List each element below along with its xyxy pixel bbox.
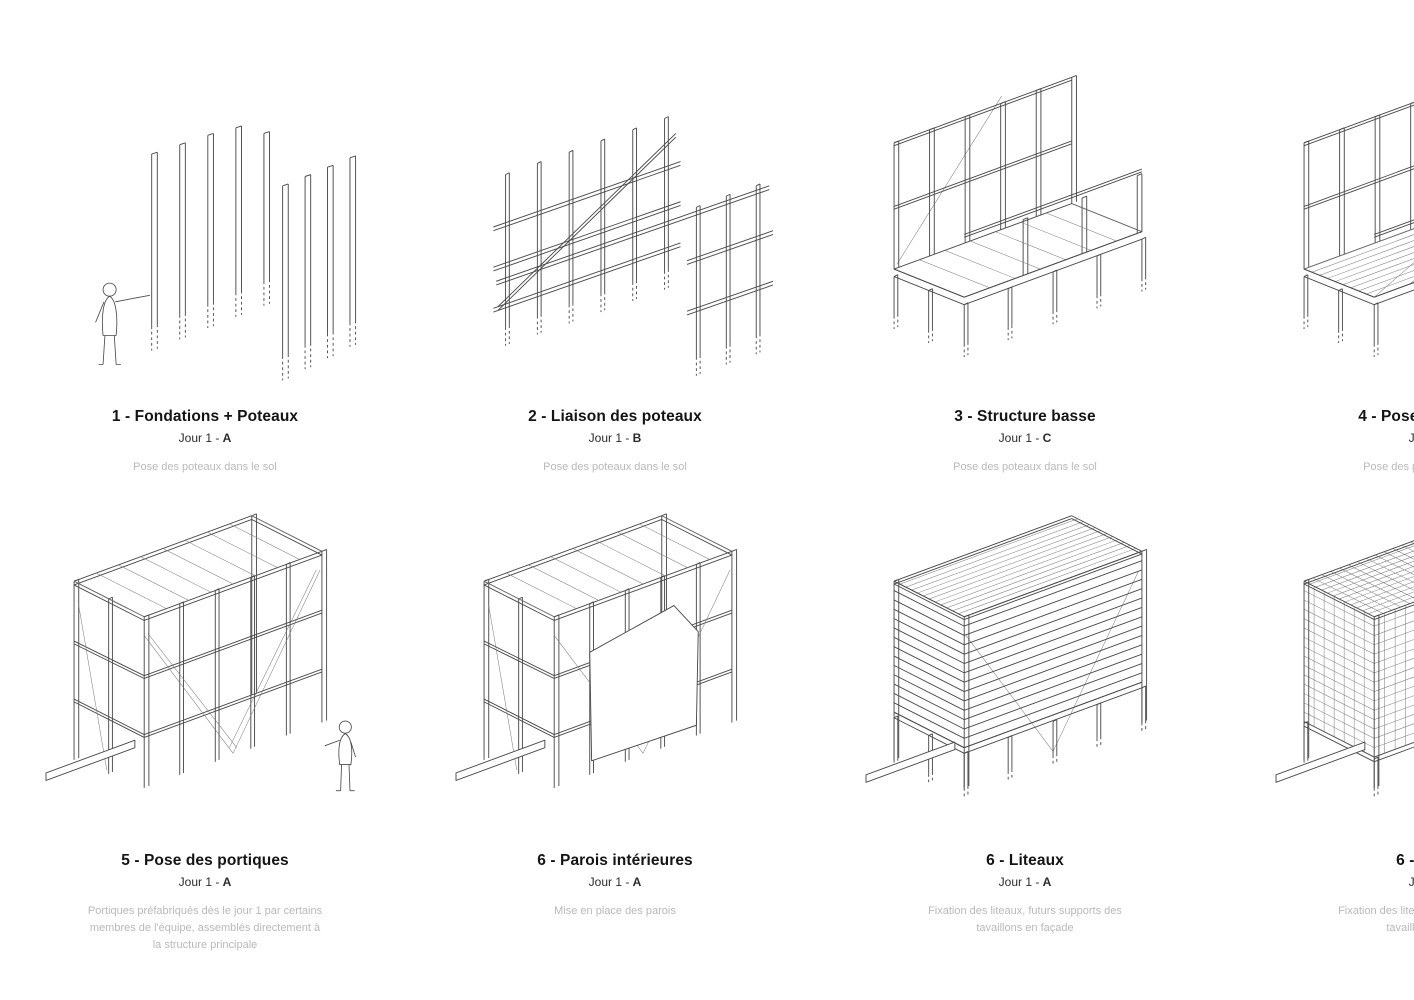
posts-foundation-illustration: [95, 125, 357, 381]
phase-card-6: 6 - Parois intérieures Jour 1 - A Mise e…: [450, 506, 780, 984]
interior-walls-illustration: [455, 513, 738, 788]
phase-description: Mise en place des parois: [554, 905, 676, 917]
human-figure: [324, 720, 356, 792]
phase-day-prefix: Jour 1 -: [178, 875, 220, 889]
battens-complete-illustration: [1275, 540, 1414, 800]
phase-day-letter: A: [222, 875, 232, 889]
phase-day: Jour 1 - A: [88, 875, 323, 889]
phase-day-letter: C: [1042, 431, 1052, 445]
phase-card-4: 4 - Pose du plancher Jour 2 - D Pose des…: [1270, 16, 1414, 474]
phase-day: Jour 1 - C: [953, 431, 1097, 445]
phase-description: Pose des poteaux dans le sol: [543, 461, 687, 473]
phase-8-drawing: [1270, 512, 1414, 830]
battens-partial-illustration: [865, 515, 1148, 800]
floor-installation-illustration: [1303, 101, 1414, 358]
phase-day: Jour 1 - A: [112, 431, 298, 445]
phase-day-prefix: Jour 1 -: [998, 875, 1040, 889]
phase-4-drawing: [1270, 68, 1414, 386]
phase-day-prefix: Jour 1 -: [178, 431, 220, 445]
phase-7-drawing: [860, 512, 1190, 830]
phase-description: Fixation des liteaux, futurs supports de…: [1338, 905, 1414, 935]
phase-day-letter: A: [1042, 875, 1052, 889]
phase-day-prefix: Jour 1 -: [998, 431, 1040, 445]
phase-title: 3 - Structure basse: [954, 408, 1096, 425]
phase-day-prefix: Jour 1 -: [588, 875, 630, 889]
phase-3-drawing: [860, 68, 1190, 386]
phase-description: Fixation des liteaux, futurs supports de…: [928, 905, 1122, 935]
phase-title: 6 - Parois intérieures: [537, 852, 693, 869]
phase-description: Pose des poteaux dans le sol: [1363, 461, 1414, 473]
phase-day-prefix: Jour 1 -: [1408, 875, 1414, 889]
phase-title: 5 - Pose des portiques: [121, 852, 289, 869]
phase-title: 6 - Liteaux: [986, 852, 1064, 869]
phase-title: 4 - Pose du plancher: [1358, 408, 1414, 425]
phase-day-letter: B: [632, 431, 642, 445]
phase-5-drawing: [40, 512, 370, 830]
phase-card-2: 2 - Liaison des poteaux Jour 1 - B Pose …: [450, 16, 780, 474]
phase-6-drawing: [450, 512, 780, 830]
phase-day: Jour 1 - A: [908, 875, 1143, 889]
post-connection-illustration: [493, 116, 774, 376]
phase-card-1: 1 - Fondations + Poteaux Jour 1 - A Pose…: [40, 16, 370, 474]
human-figure: [95, 282, 150, 365]
phase-description: Portiques préfabriqués dès le jour 1 par…: [87, 905, 323, 952]
phase-2-drawing: [450, 68, 780, 386]
portal-frames-illustration: [45, 513, 356, 792]
phase-card-7: 6 - Liteaux Jour 1 - A Fixation des lite…: [860, 506, 1190, 984]
phase-day-letter: A: [222, 431, 232, 445]
phase-day-prefix: Jour 2 -: [1408, 431, 1414, 445]
low-structure-illustration: [893, 75, 1147, 358]
phase-day: Jour 1 - A: [1318, 875, 1414, 889]
phase-description: Pose des poteaux dans le sol: [133, 461, 277, 473]
phase-day: Jour 2 - D: [1358, 431, 1414, 445]
phase-day: Jour 1 - A: [537, 875, 693, 889]
phase-1-drawing: [40, 68, 370, 386]
wall-panel: [589, 605, 699, 762]
phase-card-8: 6 - Liteaux Jour 1 - A Fixation des lite…: [1270, 506, 1414, 984]
phase-title: 2 - Liaison des poteaux: [528, 408, 702, 425]
phase-description: Pose des poteaux dans le sol: [953, 461, 1097, 473]
phase-day-letter: A: [632, 875, 642, 889]
phase-title: 1 - Fondations + Poteaux: [111, 408, 299, 425]
phase-day: Jour 1 - B: [528, 431, 702, 445]
phase-card-5: 5 - Pose des portiques Jour 1 - A Portiq…: [40, 506, 370, 984]
phase-title: 6 - Liteaux: [1396, 852, 1414, 869]
phase-day-prefix: Jour 1 -: [588, 431, 630, 445]
phase-card-3: 3 - Structure basse Jour 1 - C Pose des …: [860, 16, 1190, 474]
